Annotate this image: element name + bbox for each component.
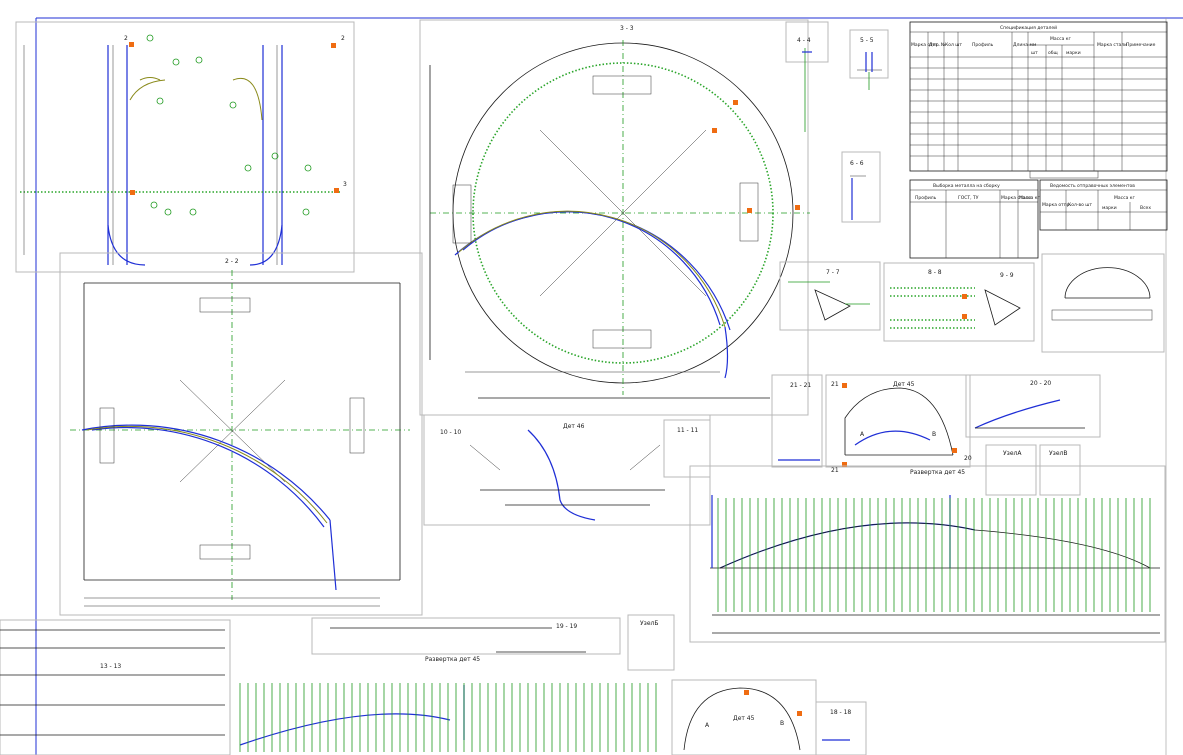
development-det-45-bottom-title: Развертка дет 45	[425, 656, 480, 663]
view-11-11-title: 11 - 11	[677, 427, 698, 434]
ship-mass-mark: марки	[1102, 206, 1117, 211]
sample-table-title: Выборка металла на сборку	[933, 183, 1000, 189]
view-20-20-title: 20 - 20	[1030, 380, 1051, 387]
ship-col-mass: Масса кг	[1114, 195, 1135, 201]
shipping-table-title: Ведомость отправочных элементов	[1050, 183, 1135, 189]
det-46-label: Дет 46	[563, 423, 585, 430]
view-6-6-title: 6 - 6	[850, 160, 864, 167]
view-18-18-title: 18 - 18	[830, 709, 851, 716]
spec-col-mass: Масса кг	[1050, 36, 1071, 42]
view-8-8: 8 - 8 9 - 9	[883, 262, 1035, 342]
view-10-10-title: 10 - 10	[440, 429, 461, 436]
view-2-top-elevation: 2 2 3	[15, 21, 355, 273]
spec-col-profile: Профиль	[972, 42, 994, 48]
view-4-4-title: 4 - 4	[797, 37, 811, 44]
spec-col-length: Длина мм	[1013, 42, 1036, 48]
development-det-45-title: Развертка дет 45	[910, 469, 965, 476]
node-B-label: УзелВ	[1049, 450, 1068, 457]
det-45-view: Дет 45 21 21 20 А В	[825, 374, 972, 474]
ship-mass-all: Всех	[1140, 205, 1151, 211]
view-4-4: 4 - 4	[785, 21, 829, 132]
det-45-small-label: Дет 45	[733, 715, 755, 722]
view-arc-blank	[1041, 253, 1165, 353]
det-45-small-view: Дет 45 А В 18 - 18	[671, 679, 867, 755]
spec-col-qty: Кол шт	[945, 42, 962, 48]
view-2-2-title: 2 - 2	[225, 258, 239, 265]
view-6-6: 6 - 6	[841, 151, 881, 223]
section-3-right-mark: 3	[343, 181, 347, 188]
ship-col-qty: Кол-во шт	[1068, 202, 1092, 208]
spec-col-det: Дет. №	[929, 42, 946, 48]
development-det-45-bottom: Развертка дет 45	[239, 656, 657, 752]
section-20-mark: 20	[964, 455, 972, 462]
node-B2-label: УзелБ	[640, 620, 659, 627]
view-7-7: 7 - 7	[779, 261, 881, 331]
sample-col-mass: Масса кг	[1019, 195, 1040, 201]
view-21-21-title: 21 - 21	[790, 382, 811, 389]
view-10-10: 10 - 10 Дет 46 11 - 11	[423, 414, 711, 526]
spec-col-mark: Марка отпр.	[911, 42, 940, 48]
spec-col-note: Примечание	[1126, 42, 1156, 48]
node-views-AB: УзелА УзелВ	[985, 444, 1081, 496]
view-7-7-title: 7 - 7	[826, 269, 840, 276]
section-2-right-mark: 2	[341, 35, 345, 42]
node-A-label: УзелА	[1003, 450, 1022, 457]
ship-col-mark: Марка отпр.	[1042, 202, 1071, 208]
development-det-45-right: Развертка дет 45	[689, 465, 1166, 643]
point-A: А	[860, 431, 865, 438]
view-9-9-title: 9 - 9	[1000, 272, 1014, 279]
view-13-13: 13 - 13	[0, 619, 231, 755]
view-19-19-title: 19 - 19	[556, 623, 577, 630]
sample-col-profile: Профиль	[915, 195, 937, 201]
det-45-label: Дет 45	[893, 381, 915, 388]
view-19-19: 19 - 19 УзелБ	[311, 614, 675, 671]
point-A2: А	[705, 722, 710, 729]
section-21-top: 21	[831, 381, 839, 388]
view-3-3-title: 3 - 3	[620, 25, 634, 32]
view-5-5-title: 5 - 5	[860, 37, 874, 44]
view-13-13-title: 13 - 13	[100, 663, 121, 670]
spec-mass-each: шт	[1031, 51, 1038, 56]
view-21-21: 21 - 21	[771, 374, 823, 468]
view-20-20: 20 - 20	[965, 374, 1101, 438]
spec-mass-total: общ	[1048, 50, 1059, 56]
section-2-top-mark: 2	[124, 35, 128, 42]
point-B: В	[932, 431, 936, 438]
metal-sample-table: Выборка металла на сборку Профиль ГОСТ, …	[909, 179, 1040, 259]
spec-mass-mark: марки	[1066, 51, 1081, 56]
view-8-8-title: 8 - 8	[928, 269, 942, 276]
view-2-2-plan: 2 - 2	[59, 252, 423, 616]
point-B2: В	[780, 720, 784, 727]
spec-col-steel: Марка стали	[1097, 42, 1127, 48]
spec-table-title: Спецификация деталей	[1000, 24, 1057, 31]
view-3-3-plan: 3 - 3	[419, 19, 810, 416]
sample-col-steel: Марка стали	[1001, 195, 1031, 201]
shipping-elements-table: Ведомость отправочных элементов Марка от…	[1039, 179, 1168, 231]
section-21-bottom: 21	[831, 467, 839, 474]
view-5-5: 5 - 5	[849, 29, 889, 90]
spec-table: Спецификация деталей Марка отпр. Дет. № …	[909, 21, 1168, 179]
sample-col-gost: ГОСТ, ТУ	[958, 195, 979, 201]
